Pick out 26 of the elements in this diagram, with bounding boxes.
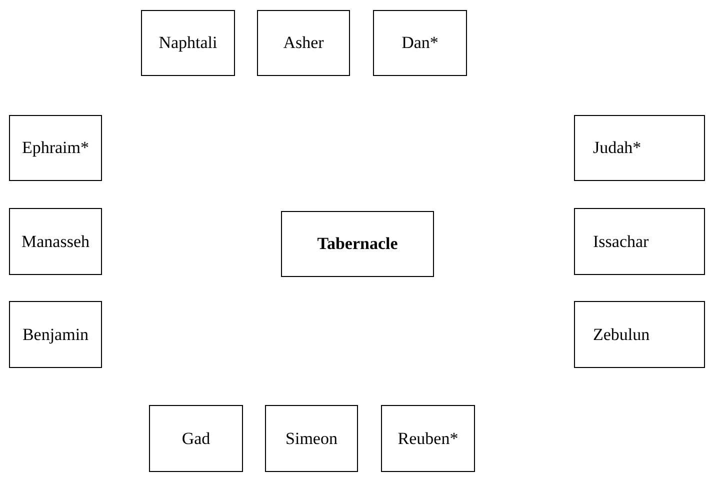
box-label: Manasseh [22, 232, 90, 252]
tribe-box [9, 208, 102, 275]
box-label: Benjamin [22, 324, 89, 344]
box-label: Gad [182, 428, 210, 448]
tribe-box [373, 10, 467, 76]
tribe-box [9, 301, 102, 368]
box-label: Zebulun [593, 324, 650, 344]
box-label: Dan* [402, 33, 438, 53]
box-label: Asher [283, 33, 324, 53]
tribe-box [9, 115, 102, 181]
box-label: Issachar [593, 232, 649, 252]
tribe-box [574, 115, 705, 181]
box-label: Reuben* [398, 428, 458, 448]
tribe-box [257, 10, 350, 76]
box-label: Simeon [286, 428, 338, 448]
tribe-box [574, 301, 705, 368]
tribe-box [574, 208, 705, 275]
box-label: Tabernacle [317, 234, 398, 254]
box-label: Ephraim* [22, 138, 90, 158]
box-label: Naphtali [158, 33, 218, 53]
tribe-box [265, 405, 358, 472]
box-label: Judah* [593, 138, 642, 158]
tribe-box [149, 405, 243, 472]
center-box [281, 211, 434, 277]
tribe-box [381, 405, 475, 472]
tribe-box [141, 10, 235, 76]
